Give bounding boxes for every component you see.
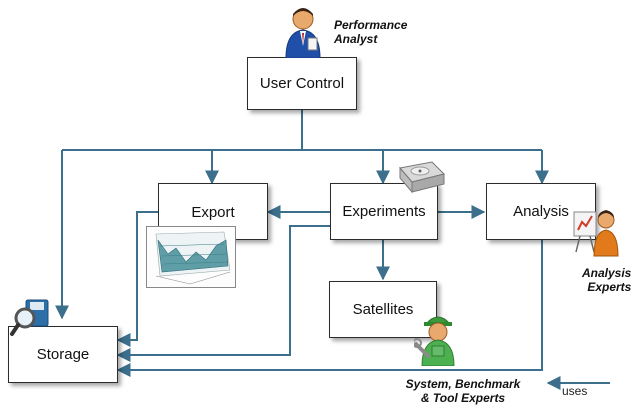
performance-analyst-label: Performance Analyst — [334, 18, 407, 46]
user-control-box: User Control — [247, 57, 357, 110]
analyst-person-icon — [285, 8, 321, 58]
experiments-to-storage-arrow — [116, 225, 330, 362]
export-label: Export — [191, 204, 235, 221]
analysis-label: Analysis — [513, 203, 569, 220]
legend-uses-label: uses — [562, 384, 588, 398]
export-to-storage-arrow — [116, 211, 160, 347]
disk-drive-icon — [399, 161, 445, 194]
magnifier-icon — [10, 299, 49, 336]
experiments-label: Experiments — [342, 203, 426, 220]
analysis-to-storage-arrow — [116, 240, 543, 377]
performance-analyst-line2: Analyst — [334, 32, 378, 46]
analysis-experts-label: Analysis Experts — [582, 266, 631, 294]
storage-label: Storage — [36, 346, 90, 363]
system-experts-line2: & Tool Experts — [420, 391, 506, 405]
storage-box: Storage — [8, 326, 118, 383]
performance-analyst-line1: Performance — [334, 18, 408, 32]
analysis-experts-line2: Experts — [587, 280, 632, 294]
experiments-box: Experiments — [330, 183, 438, 240]
user-control-label: User Control — [259, 75, 345, 92]
satellites-label: Satellites — [352, 301, 414, 318]
analysis-experts-line1: Analysis — [582, 266, 632, 280]
system-experts-line1: System, Benchmark — [405, 377, 521, 391]
expert-person-icon — [573, 210, 619, 257]
surface-plot-thumbnail — [146, 226, 236, 288]
satellites-box: Satellites — [329, 281, 437, 338]
mechanic-person-icon — [414, 316, 455, 366]
